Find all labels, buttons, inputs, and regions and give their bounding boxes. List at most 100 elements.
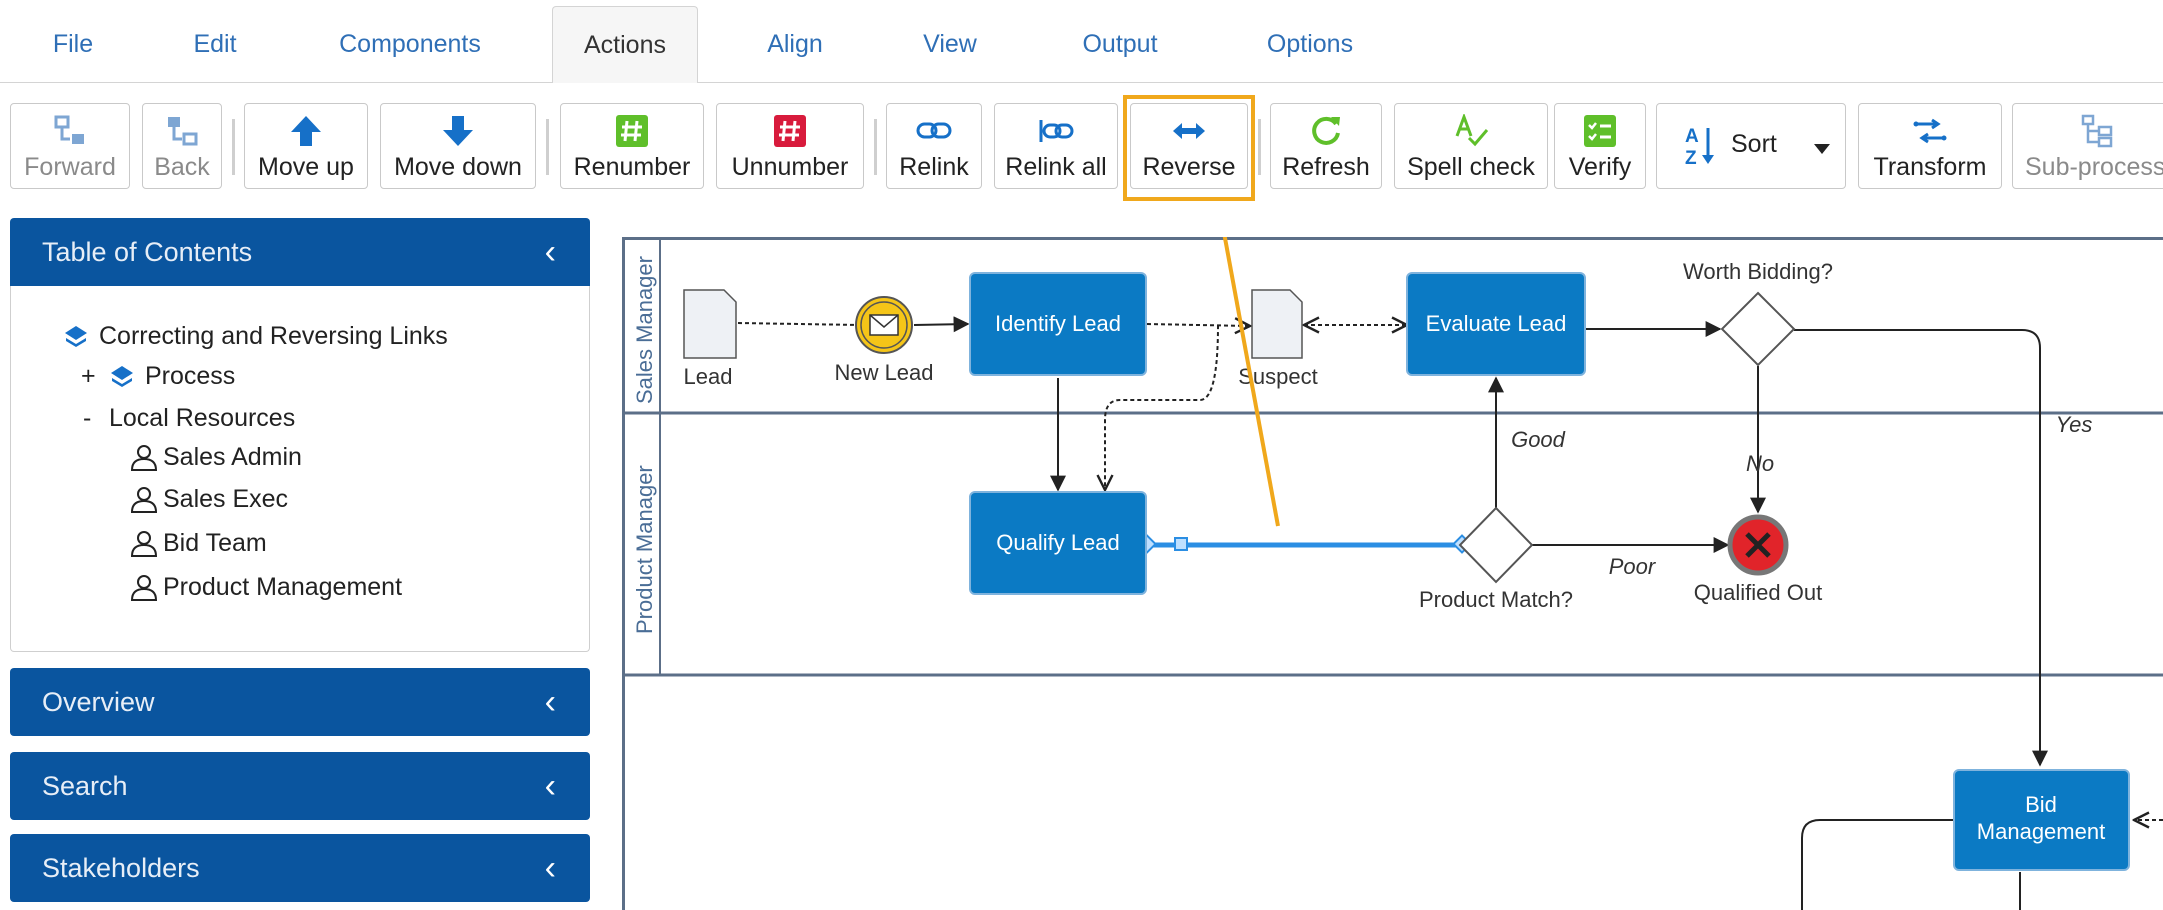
sub-process-button[interactable]: Sub-process bbox=[2012, 103, 2163, 189]
resource-label: Sales Exec bbox=[163, 484, 289, 513]
toc-process-label: Process bbox=[145, 362, 236, 390]
expand-toggle[interactable]: + bbox=[81, 362, 96, 390]
tab-output[interactable]: Output bbox=[1082, 30, 1158, 58]
qualified-out-label: Qualified Out bbox=[1694, 580, 1822, 605]
reverse-button[interactable]: Reverse bbox=[1130, 103, 1248, 189]
verify-button[interactable]: Verify bbox=[1554, 103, 1646, 189]
sub-process-label: Sub-process bbox=[2025, 153, 2163, 181]
verify-icon bbox=[1555, 114, 1645, 148]
document-icon[interactable] bbox=[1251, 289, 1303, 359]
relink-button[interactable]: Relink bbox=[886, 103, 982, 189]
toolbar-divider bbox=[546, 119, 549, 175]
spell-check-button[interactable]: Spell check bbox=[1394, 103, 1548, 189]
move-up-button[interactable]: Move up bbox=[244, 103, 368, 189]
verify-label: Verify bbox=[1568, 153, 1632, 181]
document-icon[interactable] bbox=[683, 289, 737, 359]
sort-label: Sort bbox=[1731, 130, 1777, 158]
svg-text:A: A bbox=[1685, 126, 1699, 147]
layers-icon bbox=[65, 325, 87, 347]
spell-check-label: Spell check bbox=[1407, 153, 1535, 181]
gateway-worth-bidding[interactable] bbox=[1720, 291, 1796, 367]
tab-options[interactable]: Options bbox=[1266, 30, 1354, 58]
refresh-button[interactable]: Refresh bbox=[1270, 103, 1382, 189]
link-label-good: Good bbox=[1511, 427, 1566, 452]
search-header[interactable]: Search ‹ bbox=[10, 752, 590, 820]
tab-file[interactable]: File bbox=[52, 30, 94, 58]
arrow-up-icon bbox=[245, 114, 367, 148]
link-handle[interactable] bbox=[1174, 537, 1188, 551]
envelope-flap bbox=[869, 314, 899, 328]
toolbar-divider bbox=[232, 119, 235, 175]
task-bid-management[interactable] bbox=[1953, 769, 2130, 871]
evaluate-lead-label: Evaluate Lead bbox=[1426, 311, 1567, 336]
back-icon bbox=[143, 114, 221, 148]
lane-label-product-manager: Product Manager bbox=[632, 465, 657, 634]
toc-header[interactable]: Table of Contents ‹ bbox=[10, 218, 590, 286]
task-evaluate-lead[interactable] bbox=[1406, 272, 1586, 376]
sequence-flow[interactable] bbox=[1801, 819, 1954, 910]
tab-edit[interactable]: Edit bbox=[193, 30, 237, 58]
toc-item-root[interactable]: Correcting and Reversing Links bbox=[63, 322, 448, 351]
double-arrow-icon bbox=[1131, 114, 1247, 148]
chevron-left-icon[interactable]: ‹ bbox=[544, 767, 556, 805]
search-title: Search bbox=[42, 771, 128, 801]
process-diagram-canvas[interactable]: Sales Manager Product Manager Lead bbox=[622, 237, 2163, 910]
menu-tabs: File Edit Components Actions Align View … bbox=[0, 0, 2163, 84]
tab-actions[interactable]: Actions bbox=[552, 6, 698, 84]
stakeholders-header[interactable]: Stakeholders ‹ bbox=[10, 834, 590, 902]
task-qualify-lead[interactable] bbox=[969, 491, 1147, 595]
forward-label: Forward bbox=[24, 153, 116, 181]
association-link[interactable] bbox=[1146, 324, 1250, 326]
overview-title: Overview bbox=[42, 687, 155, 717]
layers-icon bbox=[111, 365, 133, 387]
association-link[interactable] bbox=[737, 322, 861, 326]
forward-button[interactable]: Forward bbox=[10, 103, 130, 189]
tab-align[interactable]: Align bbox=[767, 30, 823, 58]
refresh-icon bbox=[1271, 114, 1381, 148]
lane-label-sales-manager: Sales Manager bbox=[632, 256, 657, 404]
transform-button[interactable]: Transform bbox=[1858, 103, 2002, 189]
unnumber-button[interactable]: Unnumber bbox=[716, 103, 864, 189]
new-lead-label: New Lead bbox=[834, 360, 933, 385]
toc-resource-item[interactable]: Sales Exec bbox=[129, 484, 288, 514]
tab-components[interactable]: Components bbox=[339, 30, 481, 58]
relink-all-label: Relink all bbox=[1005, 153, 1107, 181]
person-icon bbox=[130, 575, 158, 601]
unnumber-label: Unnumber bbox=[731, 153, 849, 181]
toc-tree: Correcting and Reversing Links + Process… bbox=[10, 286, 590, 652]
gateway-product-match[interactable] bbox=[1458, 506, 1534, 584]
task-identify-lead[interactable] bbox=[969, 272, 1147, 376]
transform-icon bbox=[1859, 114, 2001, 148]
toc-resource-item[interactable]: Bid Team bbox=[129, 528, 267, 558]
caret-down-icon[interactable] bbox=[1813, 142, 1831, 160]
identify-lead-label: Identify Lead bbox=[995, 311, 1121, 336]
chevron-left-icon[interactable]: ‹ bbox=[544, 233, 556, 271]
renumber-button[interactable]: Renumber bbox=[560, 103, 704, 189]
toc-item-local-resources[interactable]: - Local Resources bbox=[83, 404, 295, 433]
collapse-toggle[interactable]: - bbox=[83, 404, 92, 432]
chevron-left-icon[interactable]: ‹ bbox=[544, 683, 556, 721]
sequence-flow-yes[interactable] bbox=[1794, 329, 2048, 767]
back-button[interactable]: Back bbox=[142, 103, 222, 189]
relink-all-button[interactable]: Relink all bbox=[994, 103, 1118, 189]
association-link[interactable] bbox=[1105, 324, 1219, 490]
callout-line bbox=[1222, 237, 1280, 527]
bid-management-label-line1: Bid bbox=[2025, 792, 2057, 817]
chevron-left-icon[interactable]: ‹ bbox=[544, 849, 556, 887]
link-label-poor: Poor bbox=[1609, 554, 1657, 579]
toc-resource-item[interactable]: Product Management bbox=[129, 572, 402, 602]
toc-item-process[interactable]: + Process bbox=[81, 362, 235, 391]
refresh-label: Refresh bbox=[1282, 153, 1370, 181]
link-icon bbox=[887, 114, 981, 148]
close-icon bbox=[1745, 532, 1771, 558]
overview-header[interactable]: Overview ‹ bbox=[10, 668, 590, 736]
toc-resource-item[interactable]: Sales Admin bbox=[129, 442, 302, 472]
move-down-button[interactable]: Move down bbox=[380, 103, 536, 189]
tab-view[interactable]: View bbox=[923, 30, 977, 58]
reverse-highlight-frame bbox=[1123, 95, 1255, 201]
sequence-flow[interactable] bbox=[913, 316, 970, 333]
resource-label: Product Management bbox=[163, 572, 403, 601]
move-down-label: Move down bbox=[394, 153, 522, 181]
